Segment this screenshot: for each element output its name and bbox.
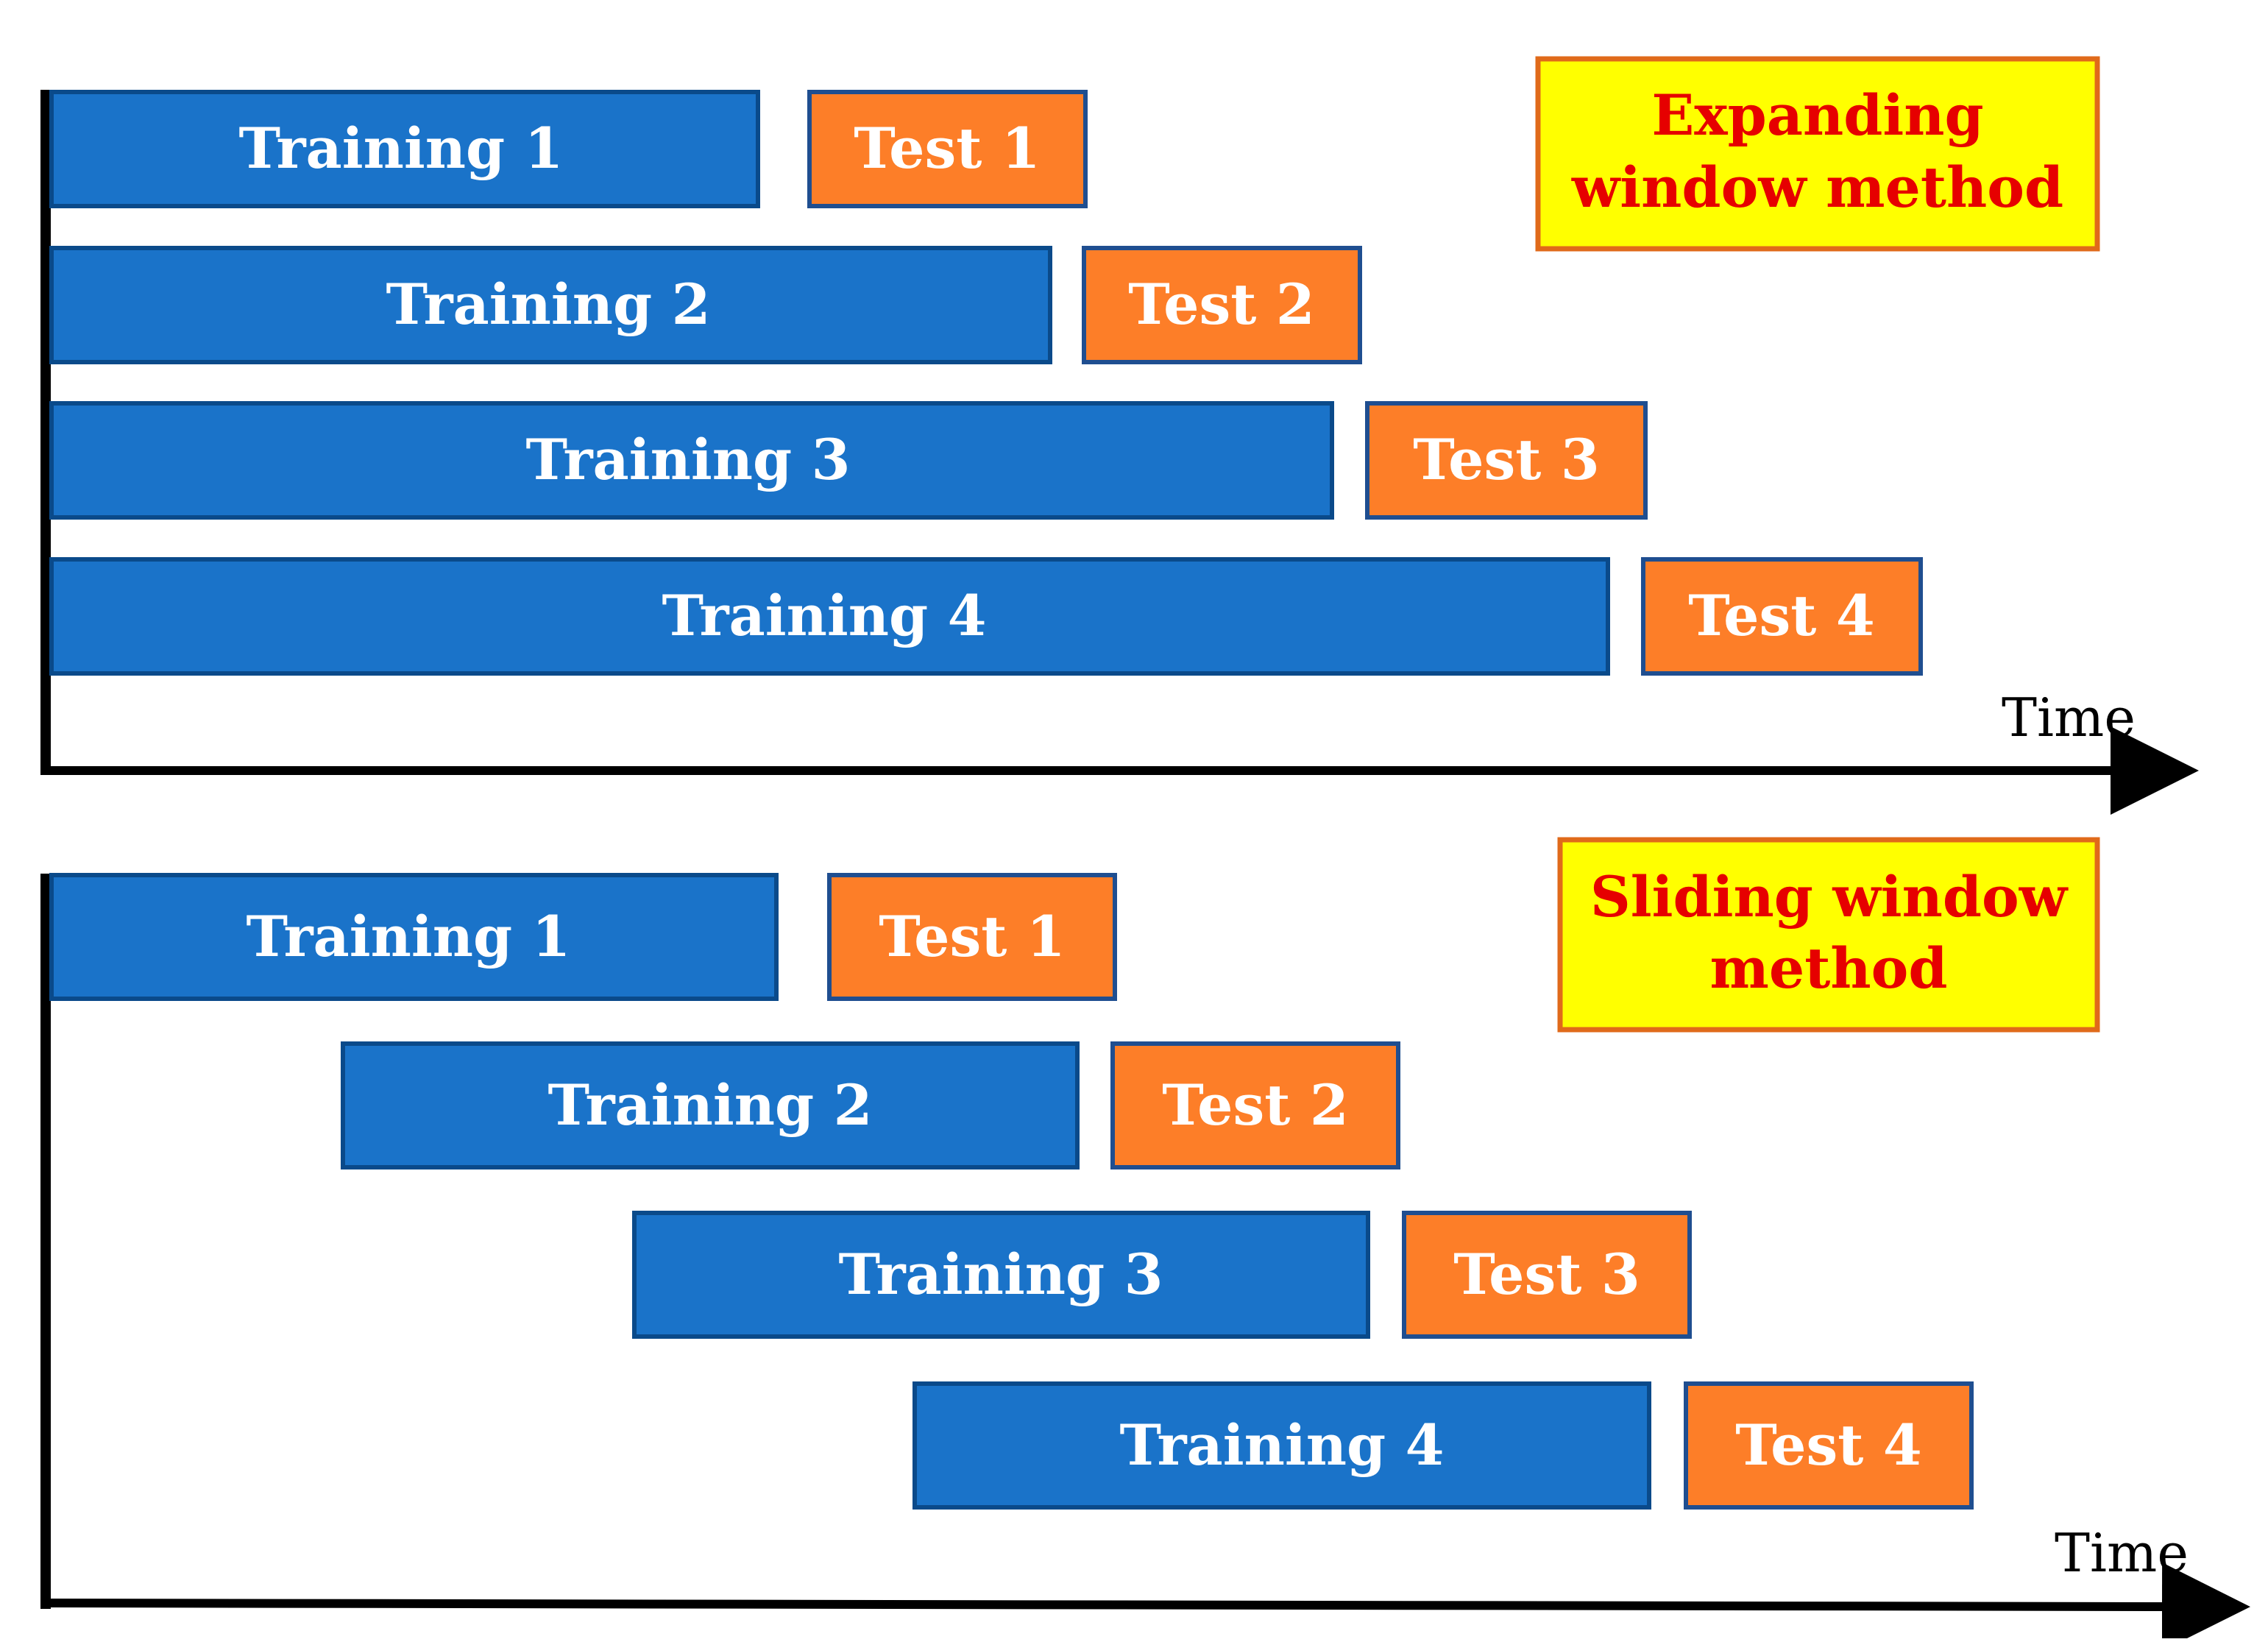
expanding-training-bar-2 [49,246,1052,364]
sliding-training-bar-4 [912,1381,1651,1510]
sliding-title-line2: method [1710,935,1948,1001]
sliding-x-axis [40,1562,2250,1642]
expanding-test-bar-2 [1082,246,1362,364]
sliding-test-bar-2 [1110,1041,1400,1169]
sliding-test-bar-1 [827,873,1117,1001]
sliding-training-label-2: Training 2 [547,1072,872,1138]
expanding-test-label-2: Test 2 [1128,272,1314,337]
expanding-training-bar-4 [49,557,1610,676]
expanding-title-line2: window method [1571,155,2063,220]
expanding-training-bar-3 [49,401,1334,520]
sliding-time-label: Time [2055,1522,2189,1584]
expanding-test-bar-3 [1365,401,1648,520]
expanding-time-label: Time [2002,687,2136,749]
expanding-training-label-4: Training 4 [662,583,986,648]
sliding-training-bar-1 [49,873,779,1001]
sliding-training-label-1: Training 1 [246,904,570,969]
expanding-training-label-1: Training 1 [238,116,563,181]
sliding-training-bar-2 [341,1041,1080,1169]
sliding-test-bar-3 [1402,1211,1692,1339]
expanding-test-label-1: Test 1 [854,116,1040,181]
sliding-training-label-4: Training 4 [1119,1412,1444,1478]
expanding-test-bar-4 [1641,557,1923,676]
sliding-training-bar-3 [632,1211,1370,1339]
sliding-test-label-4: Test 4 [1735,1412,1921,1478]
sliding-panel: Time Sliding window method Training 1 Te… [40,837,2250,1642]
sliding-test-bar-4 [1684,1381,1974,1510]
sliding-test-label-1: Test 1 [879,904,1065,969]
sliding-training-label-3: Training 3 [838,1242,1163,1307]
sliding-title-box [1557,837,2100,1033]
expanding-title-line1: Expanding [1651,82,1983,148]
expanding-title-box [1535,56,2100,252]
sliding-test-label-2: Test 2 [1162,1072,1348,1138]
expanding-panel: Time Expanding window method Training 1 … [40,56,2199,815]
expanding-test-label-4: Test 4 [1688,583,1874,648]
expanding-training-bar-1 [49,90,760,208]
expanding-test-bar-1 [807,90,1088,208]
expanding-training-label-3: Training 3 [525,427,850,492]
sliding-test-label-3: Test 3 [1453,1242,1640,1307]
sliding-title-line1: Sliding window [1590,864,2069,930]
expanding-training-label-2: Training 2 [386,272,710,337]
expanding-test-label-3: Test 3 [1413,427,1599,492]
